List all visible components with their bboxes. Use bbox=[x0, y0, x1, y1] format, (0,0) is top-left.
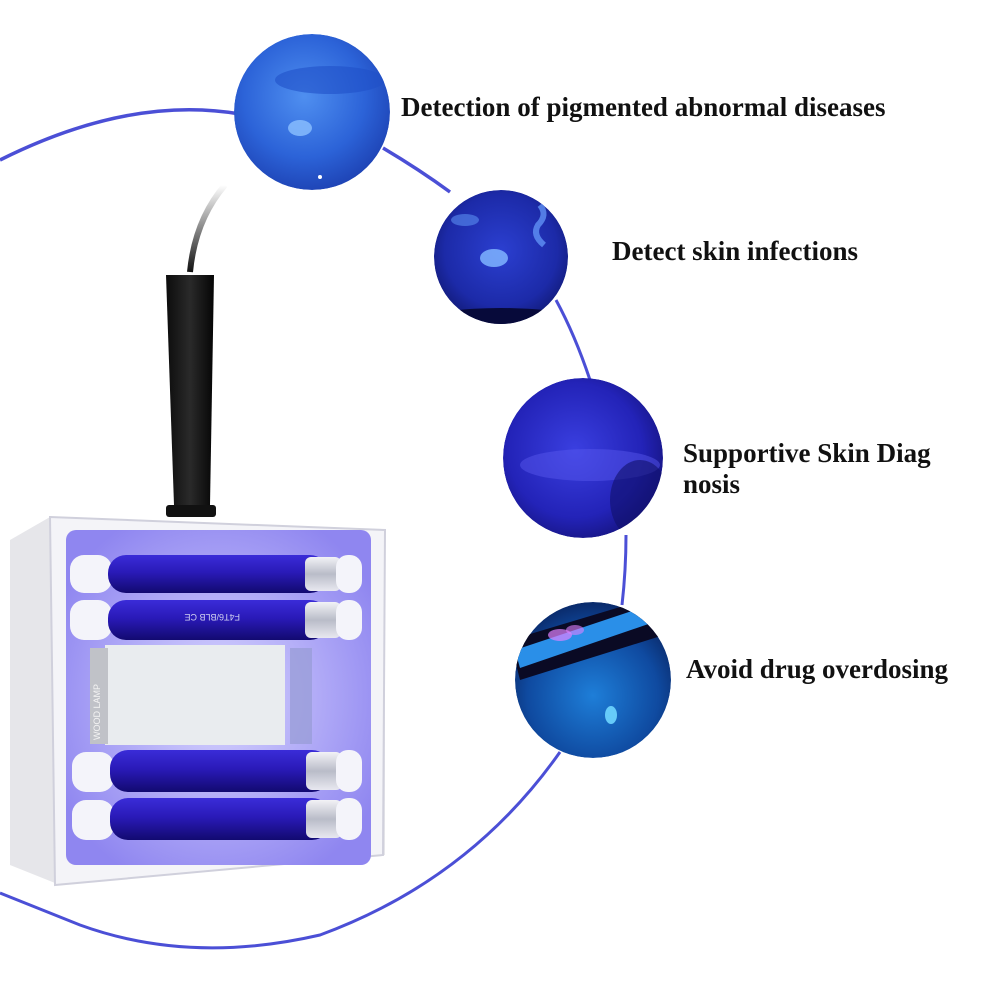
feature-caption-drug-overdosing: Avoid drug overdosing bbox=[686, 654, 949, 684]
lamp-handle bbox=[166, 183, 228, 517]
uv-tube-3 bbox=[72, 750, 362, 792]
tube-label: F4T6/BLB CE bbox=[184, 612, 240, 622]
uv-tube-2: F4T6/BLB CE bbox=[70, 600, 362, 640]
feature-caption-pigmented-diseases: Detection of pigmented abnormal diseases bbox=[401, 92, 886, 122]
uv-tube-1 bbox=[70, 555, 362, 593]
connector-arc bbox=[0, 108, 628, 950]
uv-tube-4 bbox=[72, 798, 362, 840]
feature-image-1 bbox=[234, 34, 390, 190]
feature-caption-skin-diagnosis: Supportive Skin Diag nosis bbox=[683, 438, 931, 499]
side-label: WOOD LAMP bbox=[92, 684, 102, 740]
feature-image-3 bbox=[503, 378, 663, 538]
feature-caption-skin-infections: Detect skin infections bbox=[612, 236, 858, 266]
feature-image-2 bbox=[434, 190, 568, 324]
feature-image-4 bbox=[515, 602, 671, 758]
